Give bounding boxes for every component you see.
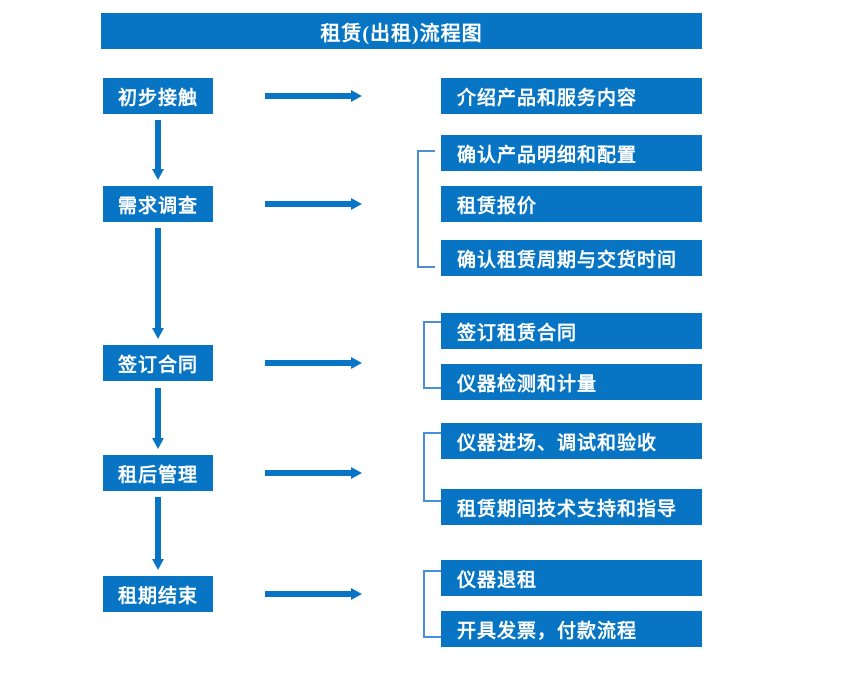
detail-box-4[interactable]: 确认租赁周期与交货时间 bbox=[441, 240, 702, 276]
horizontal-arrow-5 bbox=[265, 588, 362, 600]
detail-box-3[interactable]: 租赁报价 bbox=[441, 186, 702, 222]
stage-box-2[interactable]: 需求调查 bbox=[103, 186, 213, 222]
vertical-arrow-4 bbox=[152, 497, 164, 570]
detail-box-9[interactable]: 仪器退租 bbox=[441, 560, 702, 596]
detail-box-2[interactable]: 确认产品明细和配置 bbox=[441, 135, 702, 171]
group-bracket-3 bbox=[423, 432, 441, 502]
vertical-arrow-1 bbox=[152, 120, 164, 180]
stage-box-5[interactable]: 租期结束 bbox=[103, 576, 213, 612]
detail-box-1[interactable]: 介绍产品和服务内容 bbox=[441, 78, 702, 114]
group-bracket-4 bbox=[423, 570, 441, 638]
detail-box-10[interactable]: 开具发票，付款流程 bbox=[441, 611, 702, 647]
vertical-arrow-3 bbox=[152, 388, 164, 449]
detail-box-7[interactable]: 仪器进场、调试和验收 bbox=[441, 423, 702, 459]
detail-box-8[interactable]: 租赁期间技术支持和指导 bbox=[441, 489, 702, 525]
horizontal-arrow-3 bbox=[265, 357, 362, 369]
horizontal-arrow-2 bbox=[265, 198, 362, 210]
stage-box-1[interactable]: 初步接触 bbox=[103, 78, 213, 114]
page-title: 租赁(出租)流程图 bbox=[101, 13, 702, 49]
stage-box-3[interactable]: 签订合同 bbox=[103, 345, 213, 381]
detail-box-6[interactable]: 仪器检测和计量 bbox=[441, 364, 702, 400]
stage-box-4[interactable]: 租后管理 bbox=[103, 455, 213, 491]
detail-box-5[interactable]: 签订租赁合同 bbox=[441, 313, 702, 349]
horizontal-arrow-4 bbox=[265, 467, 362, 479]
vertical-arrow-2 bbox=[152, 228, 164, 339]
group-bracket-1 bbox=[417, 150, 435, 268]
group-bracket-2 bbox=[423, 321, 441, 389]
horizontal-arrow-1 bbox=[265, 90, 362, 102]
